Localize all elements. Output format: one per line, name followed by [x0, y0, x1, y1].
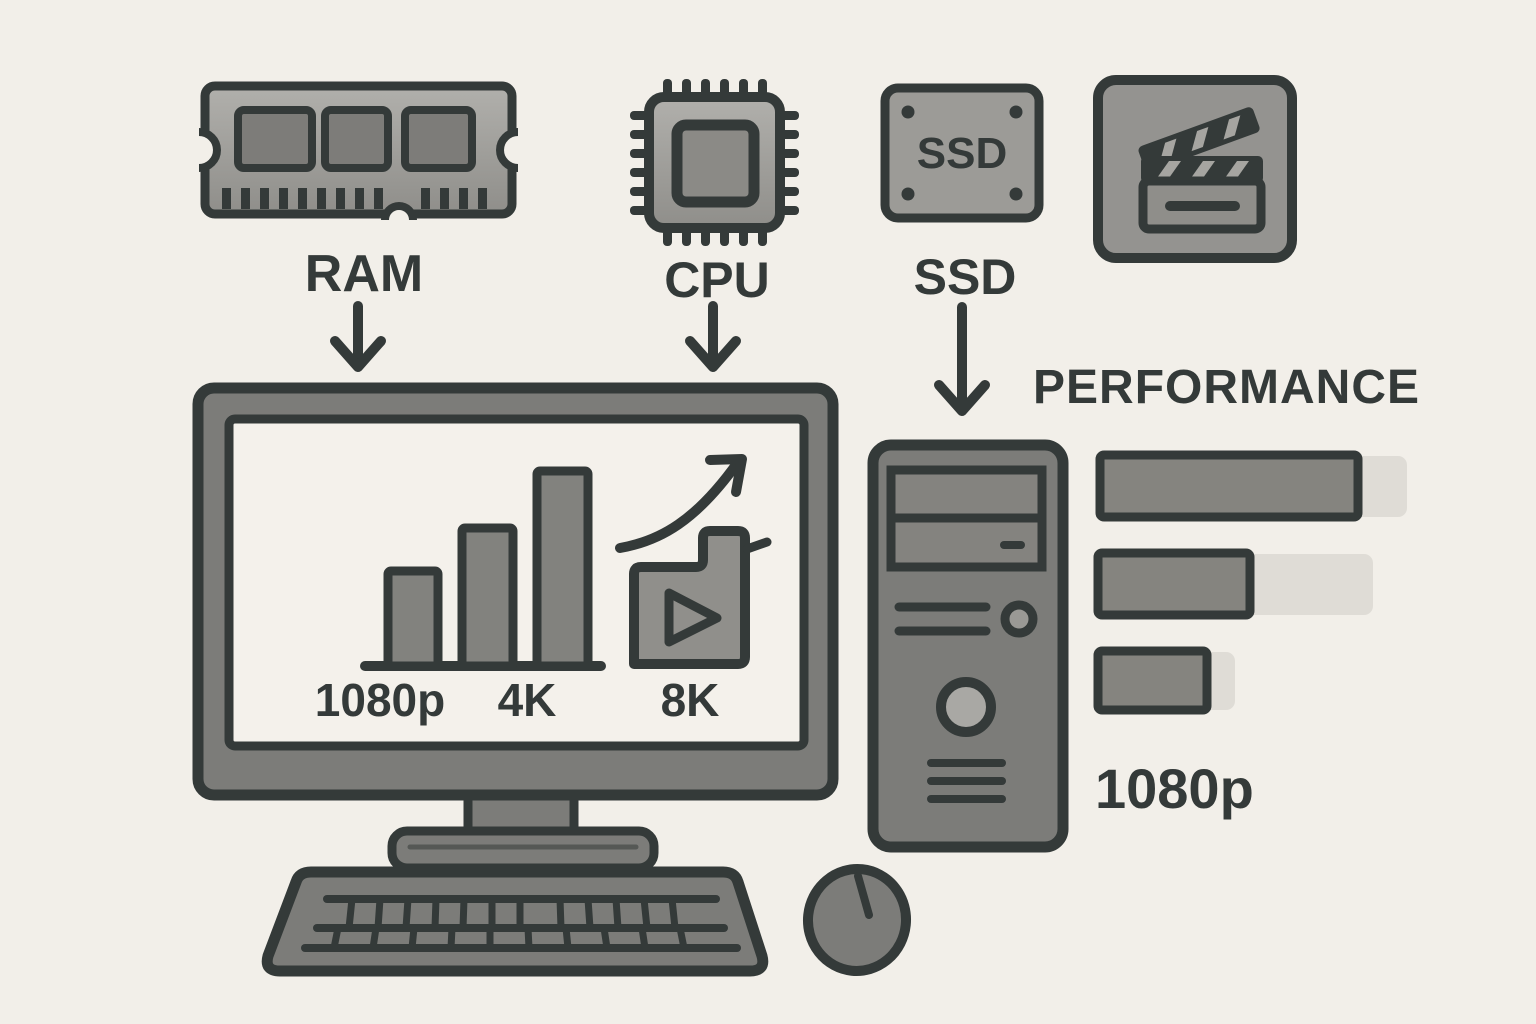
- ssd-icon-text: SSD: [917, 129, 1007, 178]
- tower-small-button: [1000, 600, 1038, 638]
- clapperboard-icon: [1093, 75, 1297, 263]
- cpu-label: CPU: [664, 252, 770, 308]
- chart-bar-1080p: [383, 566, 443, 671]
- ssd-down-arrow: [934, 302, 990, 416]
- ram-pins: [222, 188, 487, 209]
- cpu-down-arrow: [685, 301, 741, 372]
- cpu-chip-icon: [630, 79, 799, 246]
- screen-bar-chart: 1080p 4K 8K: [315, 466, 720, 726]
- chart-bar-4k: [457, 523, 518, 671]
- ram-chips: [234, 106, 476, 172]
- pc-tower: [867, 439, 1069, 853]
- ram-down-arrow: [330, 301, 386, 372]
- performance-bars: [1093, 450, 1407, 715]
- monitor: 1080p 4K 8K: [192, 382, 839, 873]
- video-file-play-icon: [629, 526, 772, 669]
- tower-vents: [927, 759, 1006, 803]
- ram-stick-icon: [198, 81, 519, 221]
- ssd-drive-icon: SSD: [880, 83, 1044, 223]
- ram-left-notch: [198, 128, 221, 172]
- ssd-label: SSD: [914, 249, 1017, 305]
- chart-label-4k: 4K: [498, 674, 557, 726]
- tower-power-button: [936, 677, 996, 737]
- chart-bar-8k: [532, 466, 593, 671]
- keyboard-key-grid: [301, 895, 741, 952]
- mouse-button-line: [854, 872, 873, 919]
- perf-bar-3-fill: [1093, 646, 1212, 715]
- ram-bottom-notch: [381, 202, 417, 221]
- keyboard: [261, 866, 769, 977]
- cpu-die: [671, 119, 760, 208]
- mouse: [802, 864, 912, 976]
- perf-bar-2-fill: [1093, 548, 1255, 620]
- ram-right-notch: [496, 128, 519, 172]
- performance-caption: 1080p: [1095, 757, 1254, 820]
- growth-arrow: [615, 454, 747, 553]
- play-triangle-icon: [664, 588, 722, 647]
- performance-title: PERFORMANCE: [1033, 361, 1420, 414]
- perf-bar-1-fill: [1095, 450, 1363, 522]
- ram-label: RAM: [305, 245, 423, 303]
- chart-label-8k: 8K: [661, 674, 720, 726]
- video-file-tab-tick: [742, 537, 772, 554]
- chart-label-1080p: 1080p: [315, 674, 445, 726]
- clapper-mid-bar: [1141, 156, 1263, 183]
